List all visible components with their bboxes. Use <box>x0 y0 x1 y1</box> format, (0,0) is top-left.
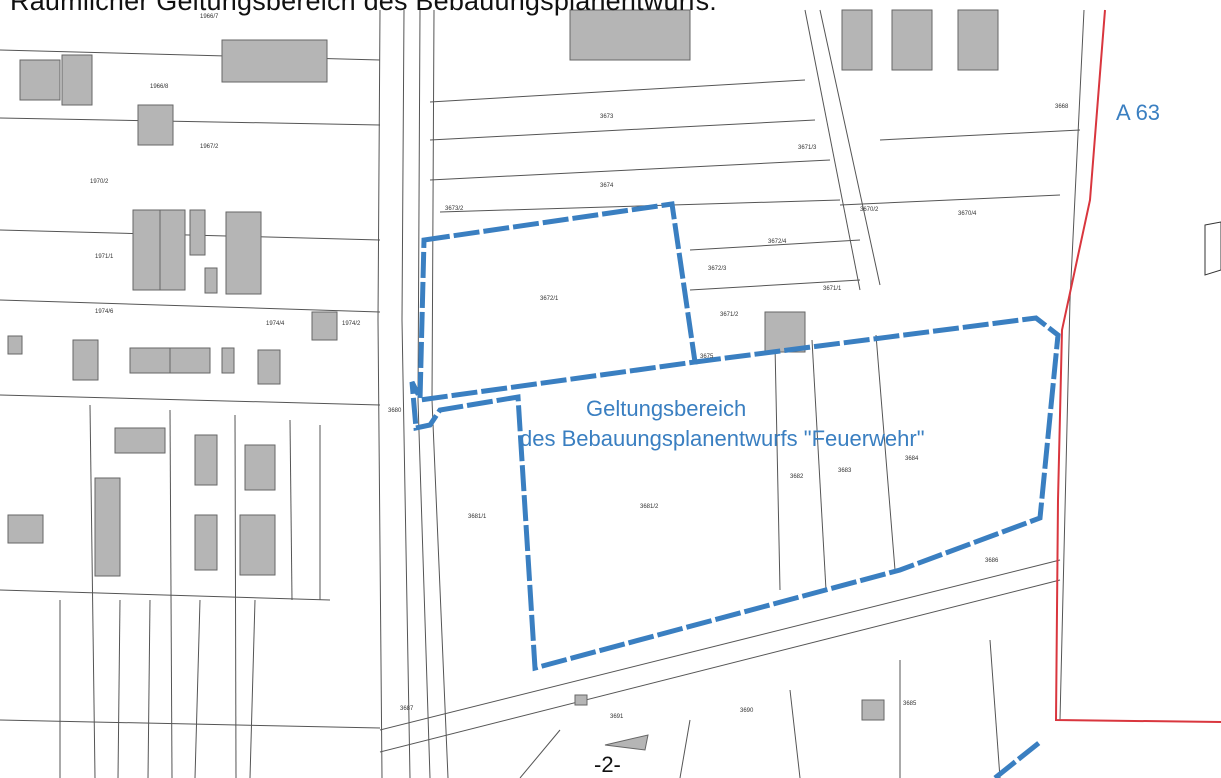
svg-text:3668: 3668 <box>1055 104 1069 110</box>
svg-text:3671/3: 3671/3 <box>798 145 817 151</box>
svg-text:3672/1: 3672/1 <box>540 296 559 302</box>
project-boundary <box>409 201 1061 778</box>
parcel-labels: 1966/7 1966/8 1967/2 1970/2 1971/1 1974/… <box>90 14 1069 720</box>
svg-text:3682: 3682 <box>790 474 804 480</box>
svg-text:3670/4: 3670/4 <box>958 211 977 217</box>
svg-text:3673/2: 3673/2 <box>445 206 464 212</box>
buildings <box>7 9 999 751</box>
svg-text:3672/3: 3672/3 <box>708 266 727 272</box>
svg-text:3691: 3691 <box>610 714 624 720</box>
svg-text:3673: 3673 <box>600 114 614 120</box>
svg-text:3681/2: 3681/2 <box>640 504 659 510</box>
highway-a63-line <box>1054 9 1221 723</box>
svg-text:3680: 3680 <box>388 408 402 414</box>
svg-text:1970/2: 1970/2 <box>90 179 109 185</box>
svg-text:3684: 3684 <box>905 456 919 462</box>
svg-text:3671/2: 3671/2 <box>720 312 739 318</box>
svg-text:1966/8: 1966/8 <box>150 84 169 90</box>
svg-text:1971/1: 1971/1 <box>95 254 114 260</box>
svg-text:3685: 3685 <box>903 701 917 707</box>
page-number: -2- <box>594 752 621 777</box>
svg-text:3674: 3674 <box>600 183 614 189</box>
svg-text:1974/4: 1974/4 <box>266 321 285 327</box>
svg-text:3686: 3686 <box>985 558 999 564</box>
svg-text:3683: 3683 <box>838 468 852 474</box>
svg-text:3687: 3687 <box>400 706 414 712</box>
svg-text:1966/7: 1966/7 <box>200 14 219 20</box>
svg-text:3690: 3690 <box>740 708 754 714</box>
area-label-line1: Geltungsbereich <box>586 396 747 421</box>
svg-text:3671/1: 3671/1 <box>823 286 842 292</box>
svg-text:1974/6: 1974/6 <box>95 309 114 315</box>
page-title: Räumlicher Geltungsbereich des Bebauungs… <box>10 0 718 16</box>
svg-text:3670/2: 3670/2 <box>860 207 879 213</box>
small-structure <box>1204 221 1221 276</box>
svg-text:3681/1: 3681/1 <box>468 514 487 520</box>
highway-label: A 63 <box>1116 100 1161 125</box>
svg-text:3675: 3675 <box>700 354 714 360</box>
svg-text:1974/2: 1974/2 <box>342 321 361 327</box>
area-label-line2: des Bebauungsplanentwurfs "Feuerwehr" <box>520 426 925 451</box>
svg-text:1967/2: 1967/2 <box>200 144 219 150</box>
svg-text:3672/4: 3672/4 <box>768 239 787 245</box>
